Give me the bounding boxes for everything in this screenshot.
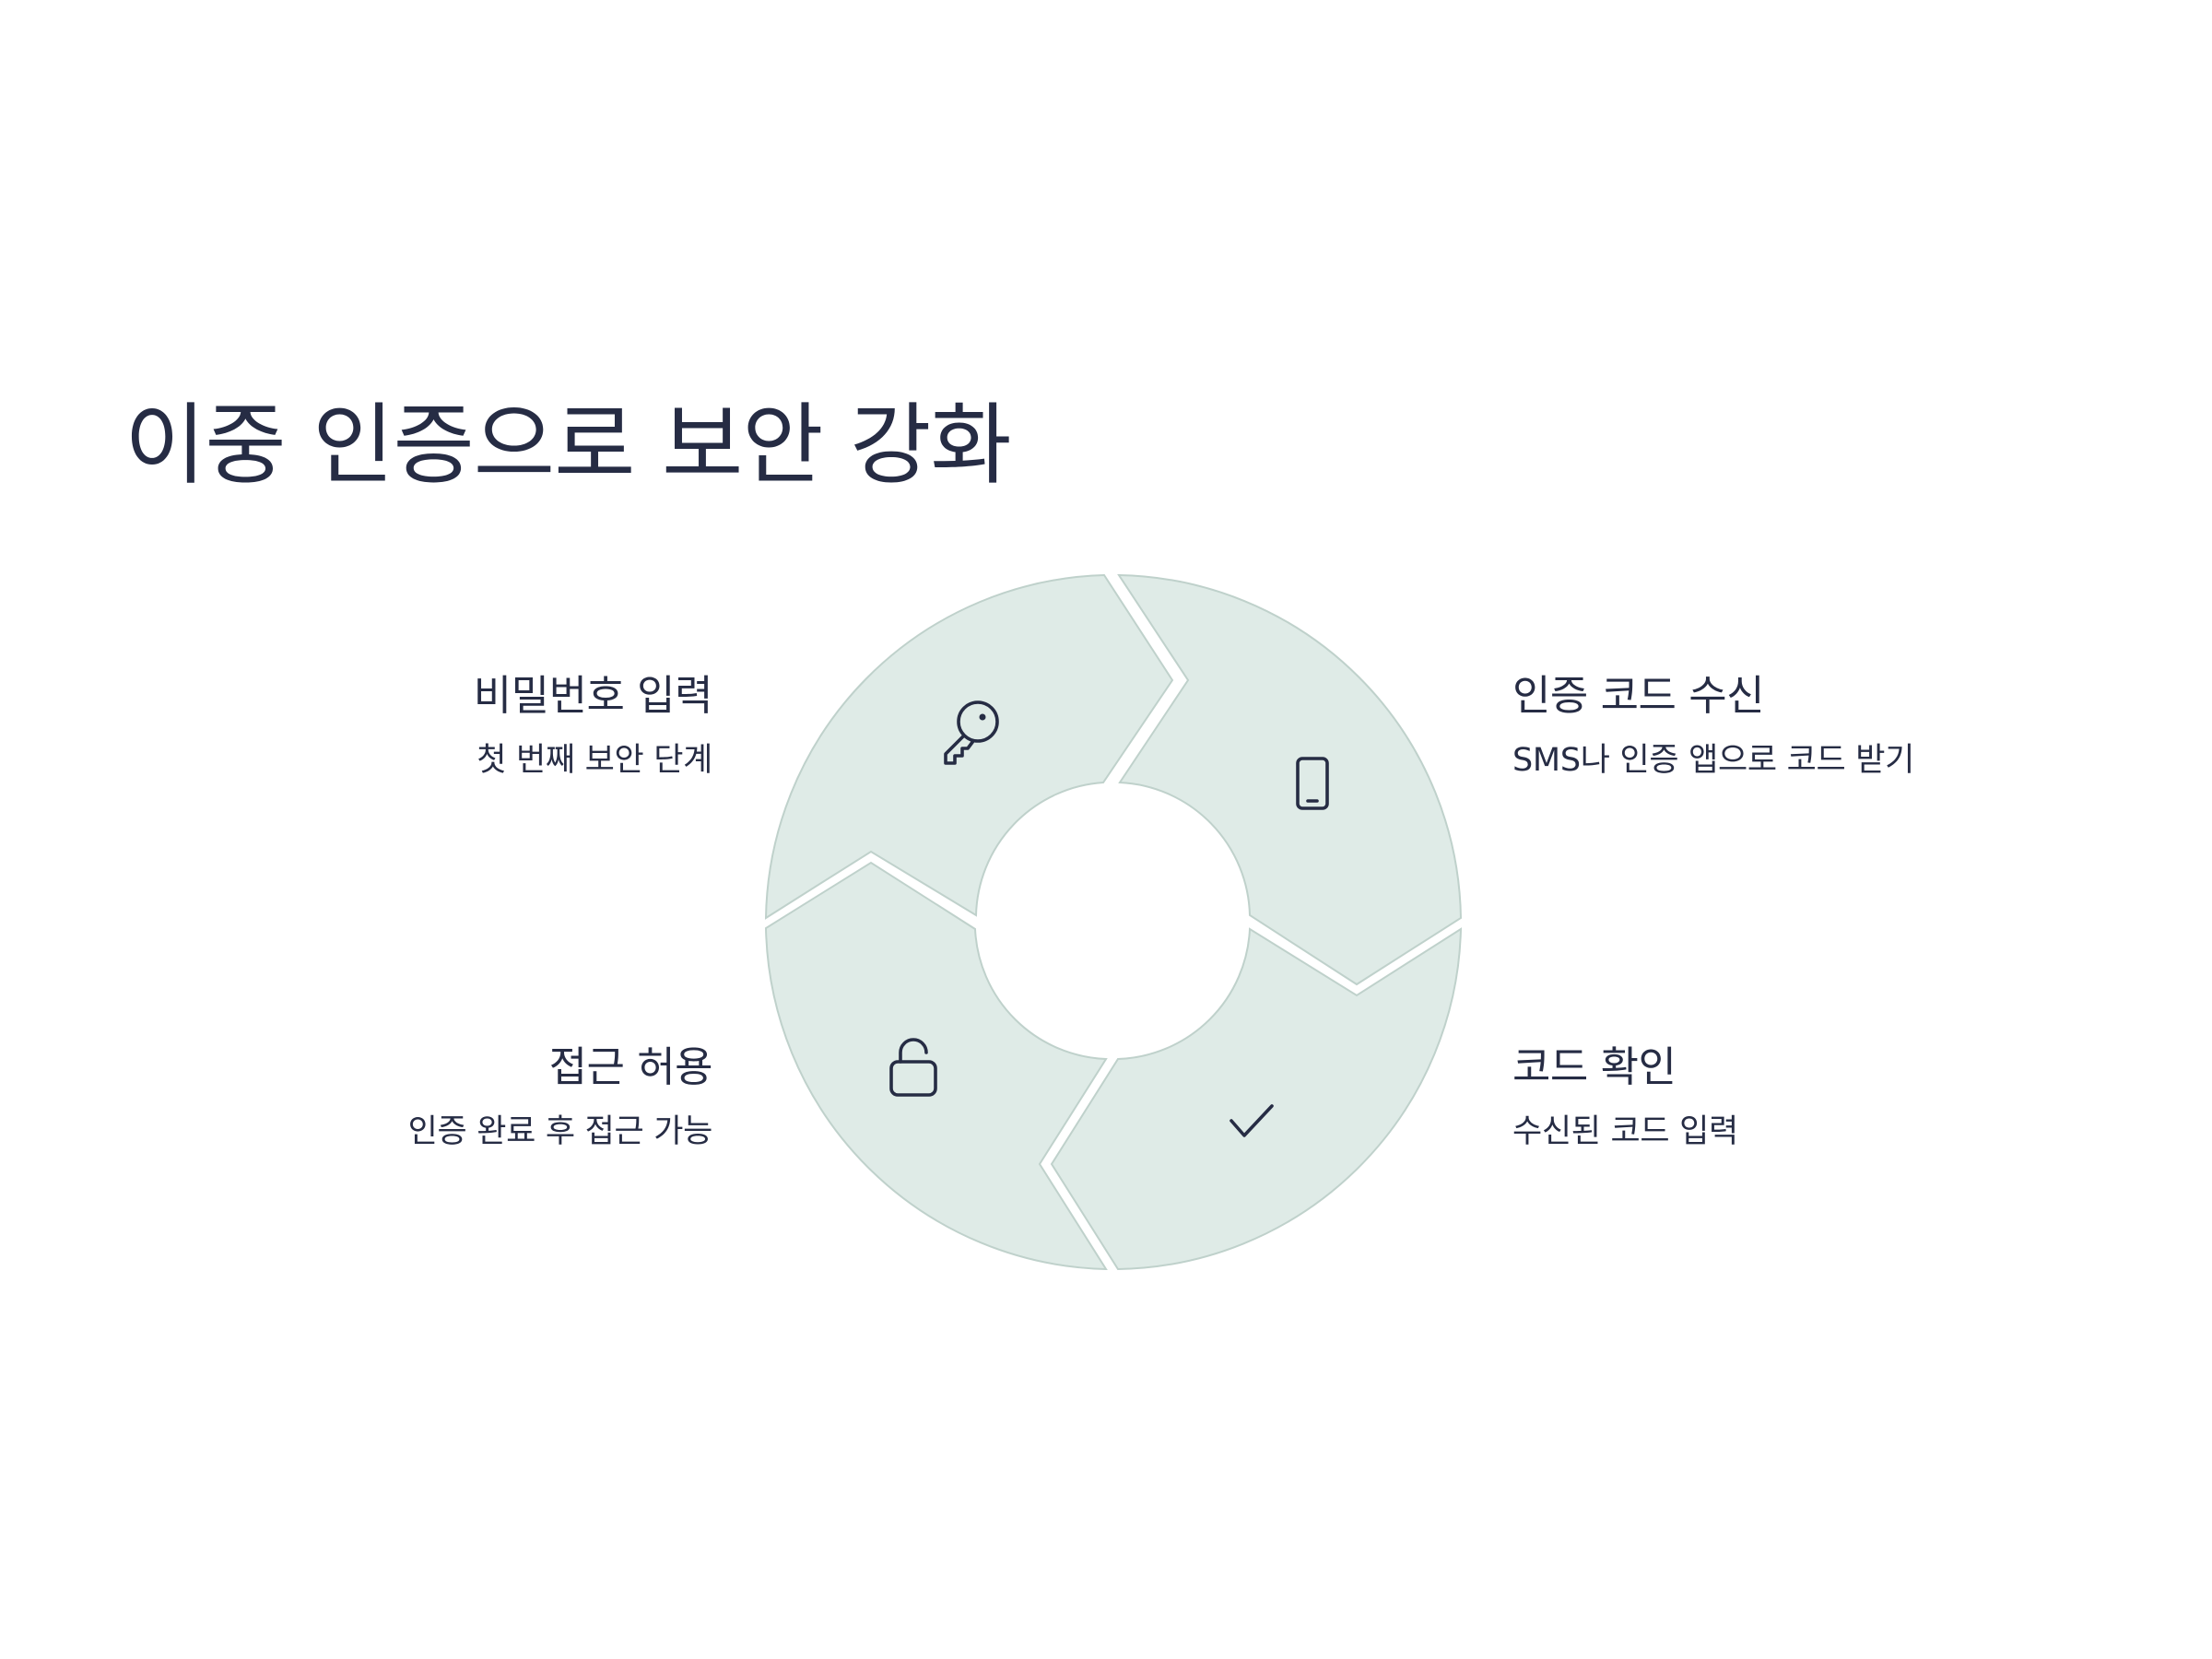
step-description: 수신된 코드 입력 — [1512, 1113, 1738, 1150]
unlock-icon — [889, 1038, 937, 1097]
mobile-phone-icon — [1296, 757, 1329, 810]
page-title: 이중 인증으로 보안 강화 — [124, 394, 1012, 497]
step-receive-code: 인증 코드 수신 SMS나 인증 앱으로 코드 받기 — [1512, 671, 1914, 780]
step-title: 접근 허용 — [548, 1042, 713, 1091]
step-title: 인증 코드 수신 — [1512, 671, 1765, 720]
step-password: 비밀번호 입력 첫 번째 보안 단계 — [473, 671, 713, 780]
step-access-granted: 접근 허용 인증 완료 후 접근 가능 — [407, 1042, 713, 1151]
step-description: 첫 번째 보안 단계 — [477, 742, 712, 779]
step-verify-code: 코드 확인 수신된 코드 입력 — [1512, 1042, 1738, 1151]
step-description: 인증 완료 후 접근 가능 — [407, 1113, 713, 1150]
step-description: SMS나 인증 앱으로 코드 받기 — [1512, 742, 1915, 779]
step-title: 비밀번호 입력 — [473, 671, 713, 720]
key-icon — [944, 700, 999, 765]
segment-verify-code — [1050, 927, 1463, 1271]
checkmark-icon — [1230, 1104, 1274, 1137]
step-title: 코드 확인 — [1512, 1042, 1677, 1091]
segment-receive-code — [1117, 573, 1463, 986]
